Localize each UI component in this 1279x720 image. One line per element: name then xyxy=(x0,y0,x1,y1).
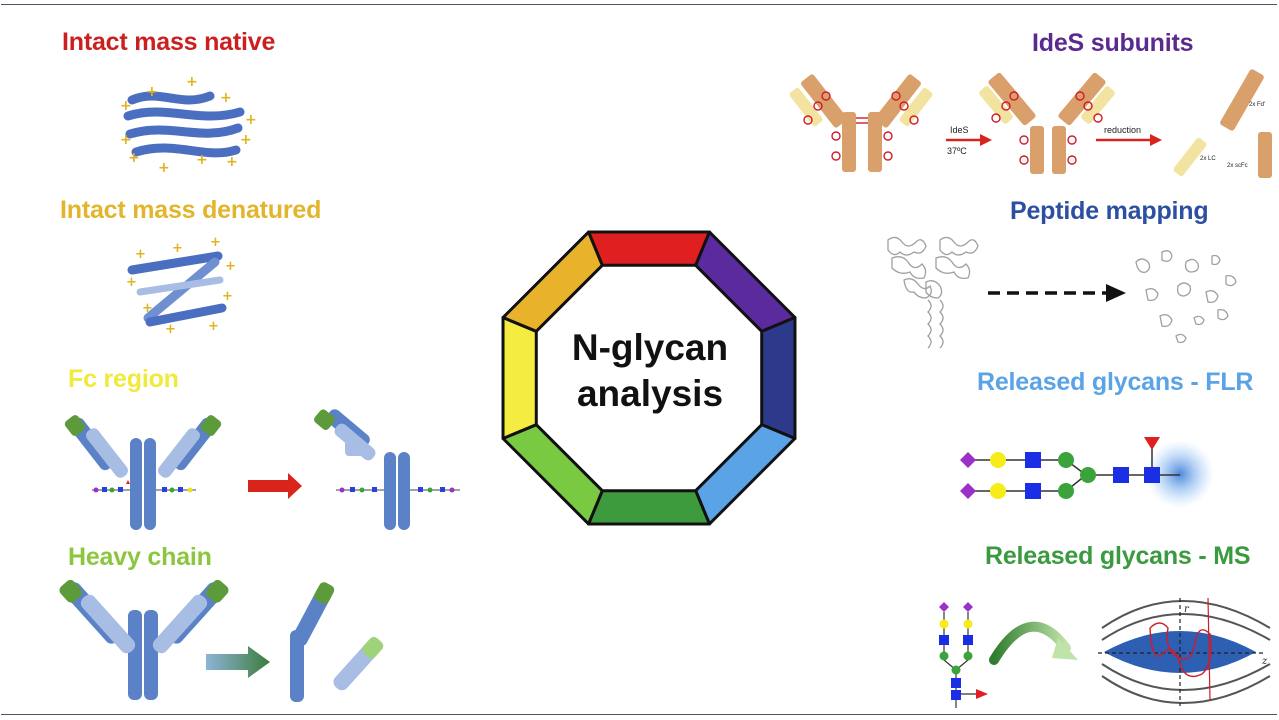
label-heavy-chain: Heavy chain xyxy=(68,543,212,571)
reduction-label: reduction xyxy=(1104,125,1141,135)
label-peptide-mapping: Peptide mapping xyxy=(1010,197,1209,225)
label-released-glycans-flr: Released glycans - FLR xyxy=(977,368,1254,396)
center-title-line1: N-glycan xyxy=(571,327,729,368)
center-title: N-glycan analysis xyxy=(535,325,765,417)
native-protein-icon xyxy=(123,91,245,158)
denatured-charge-icons: +++ +++ +++ xyxy=(126,235,236,337)
label-released-glycans-ms: Released glycans - MS xyxy=(985,542,1251,570)
svg-text:+: + xyxy=(135,247,146,262)
peptide-fragments xyxy=(1135,250,1237,344)
frag-fd-label: 2x Fd' xyxy=(1249,102,1265,108)
charge-plus-icons: +++ +++ +++ ++ xyxy=(120,74,257,176)
ides-antibody-intact xyxy=(789,74,933,172)
octagon-segment-gold xyxy=(501,230,604,333)
octagon-segment-purple xyxy=(694,230,797,333)
svg-text:+: + xyxy=(240,132,252,148)
label-intact-mass-native: Intact mass native xyxy=(62,28,276,56)
svg-text:+: + xyxy=(225,259,236,274)
svg-text:+: + xyxy=(165,322,176,337)
orbitrap-icon xyxy=(1098,597,1271,706)
svg-text:+: + xyxy=(146,84,158,100)
fc-antibody-intact xyxy=(64,415,222,530)
octagon-ring xyxy=(501,230,797,526)
octagon-segment-red xyxy=(587,230,711,267)
ides-temp-label: 37ºC xyxy=(947,146,967,156)
fc-arrow-red xyxy=(248,473,302,499)
svg-text:+: + xyxy=(158,160,170,176)
octagon-segment-navy xyxy=(760,316,797,440)
svg-text:+: + xyxy=(126,275,137,290)
svg-text:+: + xyxy=(142,301,153,316)
octagon-segment-yellow xyxy=(501,316,538,440)
octagon-segment-lightblue xyxy=(694,423,797,526)
label-intact-mass-denatured: Intact mass denatured xyxy=(60,196,322,224)
peptide-dashed-arrow xyxy=(988,284,1126,302)
ides-arrow-label: IdeS xyxy=(950,125,969,135)
svg-text:+: + xyxy=(120,98,132,114)
denatured-protein-icon xyxy=(127,251,227,327)
fc-fragments xyxy=(314,409,460,530)
peptide-antibody-structure xyxy=(887,236,979,349)
svg-text:+: + xyxy=(186,74,198,90)
heavy-chain-arrow xyxy=(206,646,270,678)
ides-antibody-cleaved xyxy=(979,72,1115,174)
octagon-segment-lightgreen xyxy=(501,423,604,526)
ms-axis-r: r xyxy=(1184,604,1190,615)
svg-text:+: + xyxy=(172,241,183,256)
svg-text:+: + xyxy=(210,235,221,250)
fc-glycan-right xyxy=(156,487,196,493)
center-title-line2: analysis xyxy=(576,373,724,414)
heavy-chain-fragments xyxy=(290,582,384,702)
ms-glycan-structure xyxy=(939,602,988,708)
reduction-arrow xyxy=(1096,134,1162,146)
fluorescence-glow xyxy=(1146,440,1214,508)
ms-axis-z: z xyxy=(1261,656,1268,667)
heavy-chain-antibody xyxy=(59,579,229,700)
flr-glycan-structure xyxy=(960,437,1180,499)
slide-frame xyxy=(1,4,1277,715)
frag-lc-label: 2x LC xyxy=(1200,156,1216,162)
svg-text:+: + xyxy=(120,132,132,148)
label-fc-region: Fc region xyxy=(68,365,179,393)
ides-arrow-1 xyxy=(946,134,992,146)
label-ides-subunits: IdeS subunits xyxy=(1032,29,1194,57)
ides-reduced-fragments xyxy=(1173,69,1272,178)
svg-text:+: + xyxy=(128,150,140,166)
svg-text:+: + xyxy=(222,289,233,304)
octagon-segment-green xyxy=(587,489,711,526)
svg-text:+: + xyxy=(196,152,208,168)
svg-text:+: + xyxy=(226,154,238,170)
svg-text:+: + xyxy=(208,319,219,334)
ms-curved-arrow xyxy=(989,621,1078,665)
fc-glycan-left xyxy=(92,480,130,493)
frag-scfc-label: 2x scFc xyxy=(1227,163,1248,169)
svg-text:+: + xyxy=(245,112,257,128)
svg-text:+: + xyxy=(220,90,232,106)
